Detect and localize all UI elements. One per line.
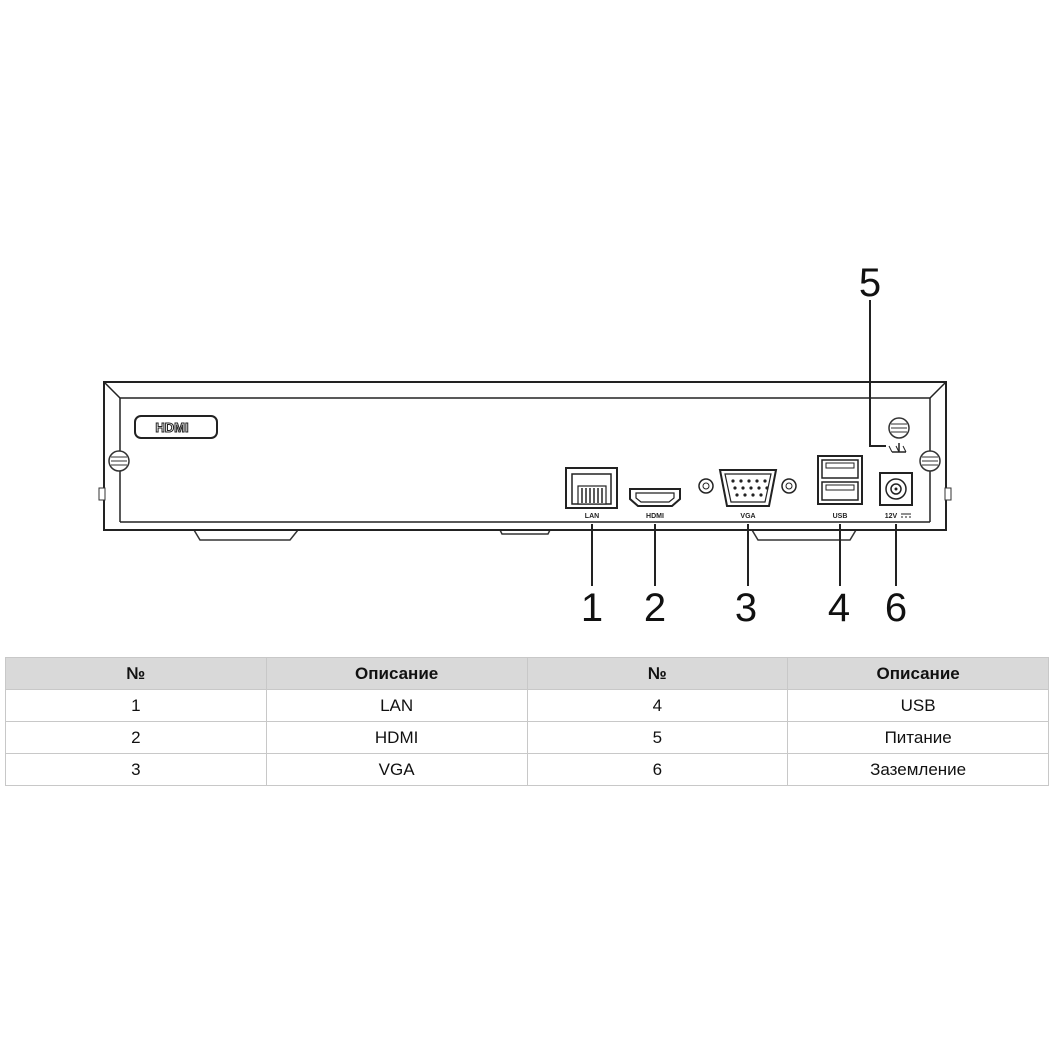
- leader-lines: [591, 300, 897, 586]
- right-screw: [919, 450, 941, 472]
- lan-port: [565, 467, 618, 509]
- device-rear-panel-diagram: HDMI LAN HDMI: [98, 261, 952, 630]
- callout-6: 6: [885, 586, 907, 630]
- table-cell: VGA: [265, 753, 528, 786]
- table-row: 2 HDMI 5 Питание: [5, 721, 1049, 754]
- table-cell: 2: [5, 721, 267, 754]
- usb-ports: [817, 455, 863, 505]
- vga-port-label: VGA: [740, 513, 755, 520]
- left-foot: [192, 529, 300, 541]
- power-port-label: 12V: [885, 513, 898, 520]
- table-cell: 1: [5, 689, 267, 722]
- ground-screw: [888, 417, 910, 439]
- callout-4: 4: [828, 586, 850, 630]
- dc-symbol: [901, 513, 911, 518]
- table-cell: 5: [526, 721, 789, 754]
- hdmi-port-label: HDMI: [646, 513, 664, 520]
- callout-2: 2: [644, 586, 666, 630]
- vga-port: [698, 469, 797, 507]
- callout-3: 3: [735, 586, 757, 630]
- table-cell: HDMI: [265, 721, 528, 754]
- callout-1: 1: [581, 586, 603, 630]
- lan-port-label: LAN: [585, 513, 599, 520]
- table-cell: 6: [526, 753, 789, 786]
- header-description-right: Описание: [787, 657, 1049, 690]
- legend-header-row: № Описание № Описание: [5, 657, 1049, 690]
- table-cell: 3: [5, 753, 267, 786]
- table-cell: LAN: [265, 689, 528, 722]
- callout-5: 5: [859, 261, 881, 305]
- power-jack: [879, 472, 913, 506]
- table-cell: Заземление: [787, 753, 1049, 786]
- table-cell: 4: [526, 689, 789, 722]
- hdmi-logo: HDMI: [134, 415, 218, 439]
- hdmi-logo-text: HDMI: [155, 420, 188, 435]
- legend-table: № Описание № Описание 1 LAN 4 USB 2 HDMI…: [5, 657, 1049, 786]
- table-row: 1 LAN 4 USB: [5, 689, 1049, 722]
- header-number-left: №: [5, 657, 267, 690]
- left-screw: [108, 450, 130, 472]
- header-number-right: №: [526, 657, 789, 690]
- table-row: 3 VGA 6 Заземление: [5, 753, 1049, 786]
- ground-icon: [888, 443, 907, 453]
- table-cell: Питание: [787, 721, 1049, 754]
- header-description-left: Описание: [265, 657, 528, 690]
- usb-port-label: USB: [833, 513, 848, 520]
- hdmi-port: [629, 488, 681, 507]
- table-cell: USB: [787, 689, 1049, 722]
